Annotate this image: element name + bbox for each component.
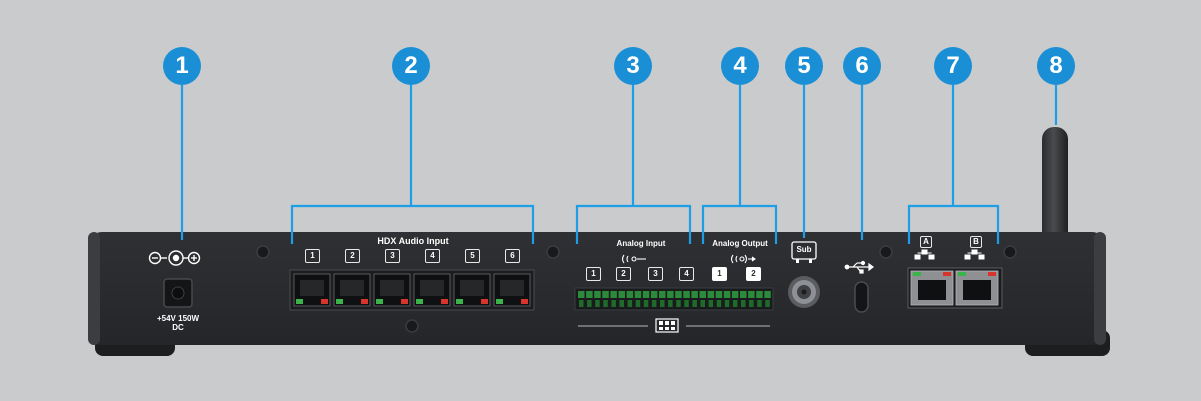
callout-number: 1 <box>175 52 189 79</box>
callout-circle-2 <box>392 47 430 85</box>
terminal-pin[interactable] <box>594 291 601 307</box>
terminal-pin[interactable] <box>756 291 763 307</box>
callout-circle-6 <box>843 47 881 85</box>
analog-input-icon <box>621 254 646 264</box>
callout-markers <box>163 47 1075 85</box>
lan-ports <box>910 270 999 306</box>
callout-circle-1 <box>163 47 201 85</box>
screw-holes <box>256 245 1017 333</box>
terminal-pin[interactable] <box>650 291 658 307</box>
analog-output-port-number: 2 <box>746 267 761 281</box>
power-rating-label: +54V 150W DC <box>156 314 200 332</box>
terminal-pin[interactable] <box>740 291 747 307</box>
terminal-pin[interactable] <box>586 291 593 307</box>
hdx-rj45-port-6[interactable] <box>493 273 531 307</box>
callout-circle-5 <box>785 47 823 85</box>
hdx-port-number: 6 <box>505 249 520 263</box>
callout-number: 5 <box>797 52 811 79</box>
hdx-rj45-port-3[interactable] <box>373 273 411 307</box>
analog-input-port-number: 2 <box>616 267 631 281</box>
terminal-pins <box>578 291 771 307</box>
sub-rca-jack[interactable] <box>788 276 820 308</box>
hdx-audio-input-title: HDX Audio Input <box>377 236 449 246</box>
callout-circle-7 <box>934 47 972 85</box>
hdx-port-block <box>289 269 535 311</box>
analog-input-port-number: 4 <box>679 267 694 281</box>
terminal-pin[interactable] <box>691 291 698 307</box>
callout-number: 6 <box>855 52 869 79</box>
callout-circle-4 <box>721 47 759 85</box>
analog-output-title: Analog Output <box>712 239 768 248</box>
lan-port-letter: A <box>920 236 932 248</box>
hdx-port-number: 3 <box>385 249 400 263</box>
terminal-pin[interactable] <box>707 291 715 307</box>
leader-lines <box>180 85 1058 244</box>
terminal-pin[interactable] <box>602 291 609 307</box>
hdx-port-number: 2 <box>345 249 360 263</box>
callout-circle-3 <box>614 47 652 85</box>
terminal-pin[interactable] <box>748 291 755 307</box>
callout-number: 3 <box>626 52 640 79</box>
terminal-pin[interactable] <box>642 291 650 307</box>
hdx-rj45-port-2[interactable] <box>333 273 371 307</box>
terminal-pin[interactable] <box>699 291 707 307</box>
callout-number: 8 <box>1049 52 1063 79</box>
hdx-ports <box>293 273 531 307</box>
analog-input-port-number: 1 <box>586 267 601 281</box>
analog-input-port-number: 3 <box>648 267 663 281</box>
terminal-pin[interactable] <box>578 291 585 307</box>
terminal-pin[interactable] <box>683 291 690 307</box>
terminal-pin[interactable] <box>715 291 723 307</box>
power-section <box>148 250 201 308</box>
terminal-pin[interactable] <box>764 291 771 307</box>
hdx-rj45-port-1[interactable] <box>293 273 331 307</box>
terminal-pin[interactable] <box>610 291 617 307</box>
callout-number: 4 <box>733 52 747 79</box>
hdx-port-number: 1 <box>305 249 320 263</box>
hdx-port-number: 5 <box>465 249 480 263</box>
analog-input-title: Analog Input <box>616 239 666 248</box>
analog-output-icon <box>730 254 756 264</box>
terminal-block-icon <box>655 318 679 333</box>
lan-rj45-port-B[interactable] <box>955 270 999 306</box>
analog-output-port-number: 1 <box>712 267 727 281</box>
callout-number: 7 <box>946 52 960 79</box>
sub-label: Sub <box>796 245 812 254</box>
terminal-pin[interactable] <box>723 291 731 307</box>
hdx-rj45-port-5[interactable] <box>453 273 491 307</box>
callout-number: 2 <box>404 52 418 79</box>
terminal-pin[interactable] <box>634 291 642 307</box>
terminal-pin[interactable] <box>667 291 674 307</box>
lan-rj45-port-A[interactable] <box>910 270 954 306</box>
terminal-pin[interactable] <box>675 291 682 307</box>
usb-c-port[interactable] <box>854 281 869 313</box>
callout-circle-8 <box>1037 47 1075 85</box>
terminal-pin[interactable] <box>618 291 626 307</box>
hdx-port-number: 4 <box>425 249 440 263</box>
terminal-pin[interactable] <box>626 291 634 307</box>
lan-icons <box>914 249 985 260</box>
dc-polarity-icon <box>148 250 201 266</box>
usb-icon <box>844 260 874 274</box>
hdx-rj45-port-4[interactable] <box>413 273 451 307</box>
lan-port-letter: B <box>970 236 982 248</box>
terminal-pin[interactable] <box>659 291 666 307</box>
terminal-pin[interactable] <box>731 291 739 307</box>
sub-icon <box>791 241 817 263</box>
